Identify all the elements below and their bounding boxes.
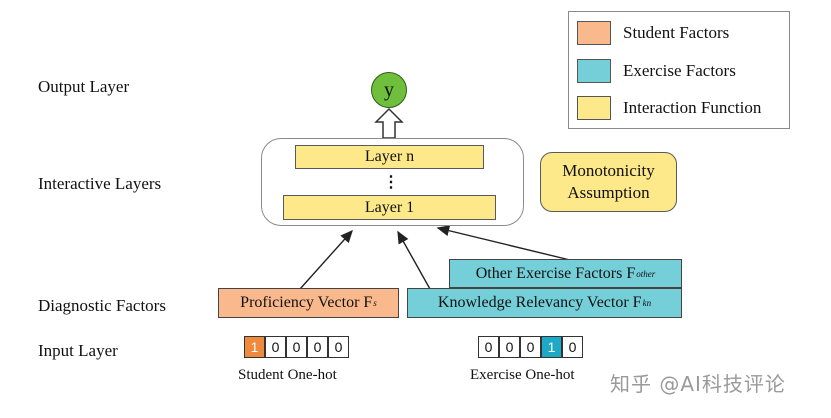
- student-onehot-vector: 1 0 0 0 0: [244, 336, 349, 358]
- student-onehot-caption: Student One-hot: [238, 367, 337, 383]
- interactive-layers-label: Interactive Layers: [38, 174, 162, 193]
- watermark: 知乎 @AI科技评论: [610, 372, 786, 396]
- proficiency-arrow: [299, 229, 353, 290]
- legend-label: Student Factors: [623, 23, 730, 42]
- student-factors-swatch: [577, 21, 611, 45]
- other-exercise-label: Other Exercise Factors F: [475, 264, 636, 282]
- proficiency-vector-label: Proficiency Vector F: [240, 294, 373, 311]
- exercise-onehot-caption: Exercise One-hot: [470, 367, 575, 383]
- monotonicity-line2: Assumption: [567, 183, 650, 202]
- onehot-cell: 0: [307, 336, 328, 358]
- legend-label: Interaction Function: [623, 98, 762, 117]
- monotonicity-assumption-box: Monotonicity Assumption: [540, 152, 677, 212]
- onehot-cell: 0: [328, 336, 349, 358]
- layer-dots: ⋮: [383, 174, 399, 191]
- exercise-factors-swatch: [577, 59, 611, 83]
- output-layer-label: Output Layer: [38, 77, 130, 96]
- other-exercise-sup: other: [636, 268, 656, 279]
- proficiency-sup: s: [373, 298, 377, 308]
- input-layer-label: Input Layer: [38, 341, 118, 360]
- onehot-cell: 1: [541, 336, 562, 358]
- layer-n-box: Layer n: [295, 145, 484, 169]
- legend-label: Exercise Factors: [623, 61, 736, 80]
- knowledge-relevancy-sup: kn: [642, 298, 652, 308]
- other-exercise-arrow: [436, 225, 571, 261]
- layer-1-box: Layer 1: [283, 195, 496, 220]
- interaction-function-swatch: [577, 96, 611, 120]
- layer-1-label: Layer 1: [364, 198, 415, 216]
- onehot-cell: 0: [520, 336, 541, 358]
- onehot-cell: 0: [499, 336, 520, 358]
- legend-item-student: Student Factors: [577, 19, 729, 47]
- diagnostic-factors-label: Diagnostic Factors: [38, 296, 166, 315]
- onehot-cell: 0: [265, 336, 286, 358]
- layer-n-label: Layer n: [364, 148, 415, 165]
- onehot-cell: 0: [478, 336, 499, 358]
- output-node: y: [371, 72, 407, 108]
- exercise-onehot-vector: 0 0 0 1 0: [478, 336, 583, 358]
- output-hollow-arrow: [374, 107, 404, 139]
- legend: Student Factors Exercise Factors Interac…: [568, 11, 790, 129]
- knowledge-arrow: [397, 230, 431, 290]
- monotonicity-line1: Monotonicity: [562, 161, 655, 180]
- onehot-cell: 1: [244, 336, 265, 358]
- knowledge-relevancy-label: Knowledge Relevancy Vector F: [437, 294, 642, 311]
- legend-item-exercise: Exercise Factors: [577, 57, 736, 85]
- output-node-label: y: [384, 78, 394, 101]
- legend-item-interaction: Interaction Function: [577, 94, 761, 122]
- onehot-cell: 0: [562, 336, 583, 358]
- onehot-cell: 0: [286, 336, 307, 358]
